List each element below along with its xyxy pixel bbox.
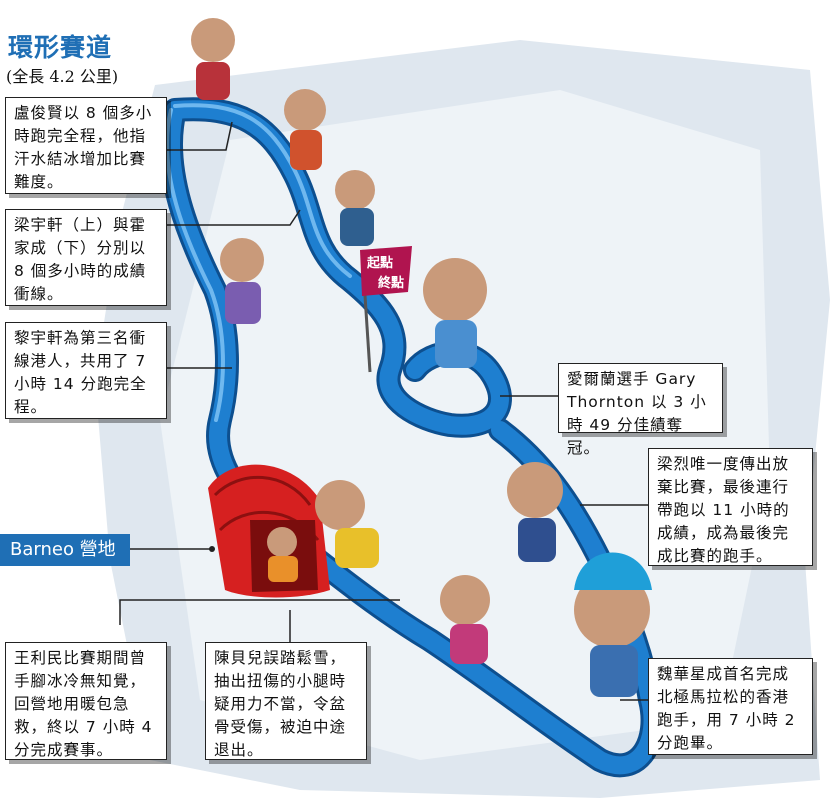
camp-marker [209, 546, 215, 552]
callout-li: 黎宇軒為第三名衝線港人，共用了 7 小時 14 分跑完全程。 [5, 322, 167, 419]
course-length: (全長 4.2 公里) [6, 67, 119, 86]
runner-chan [440, 575, 490, 664]
runner-leung [507, 462, 563, 562]
track-shine [165, 103, 352, 422]
runner-chan-hoi [315, 480, 379, 568]
runner-fok [335, 170, 375, 246]
red-tent [208, 464, 330, 598]
runner-gary [423, 258, 487, 368]
callout-leung: 梁烈唯一度傳出放棄比賽，最後連行帶跑以 11 小時的成績，成為最後完成比賽的跑手… [648, 448, 813, 566]
flag-label-start: 起點 [367, 256, 394, 271]
runner-wong [267, 527, 298, 582]
runner-ngai [574, 552, 652, 697]
page-title: 環形賽道 [8, 33, 113, 62]
leader-lines [119, 121, 650, 701]
callout-gary: 愛爾蘭選手 Gary Thornton 以 3 小時 49 分佳績奪冠。 [558, 363, 723, 457]
runner-lu [191, 18, 235, 100]
callout-wong: 王利民比賽期間曾手腳冰冷無知覺，回營地用暖包急救，終以 7 小時 4 分完成賽事… [5, 642, 167, 760]
runner-li [220, 238, 264, 324]
callout-ngai: 魏華星成首名完成北極馬拉松的香港跑手，用 7 小時 2 分跑畢。 [648, 658, 813, 755]
callout-chan: 陳貝兒誤踏鬆雪，抽出扭傷的小腿時疑用力不當，令盆骨受傷，被迫中途退出。 [205, 642, 367, 760]
callout-liang: 梁宇軒（上）與霍家成（下）分別以 8 個多小時的成績衝線。 [5, 209, 167, 306]
flag-label-finish: 終點 [378, 276, 405, 291]
callout-lu: 盧俊賢以 8 個多小時跑完全程，他指汗水結冰增加比賽難度。 [5, 97, 167, 194]
start-finish-flag [360, 246, 412, 296]
camp-label: Barneo 營地 [0, 534, 130, 566]
runner-liang-top [284, 89, 326, 170]
